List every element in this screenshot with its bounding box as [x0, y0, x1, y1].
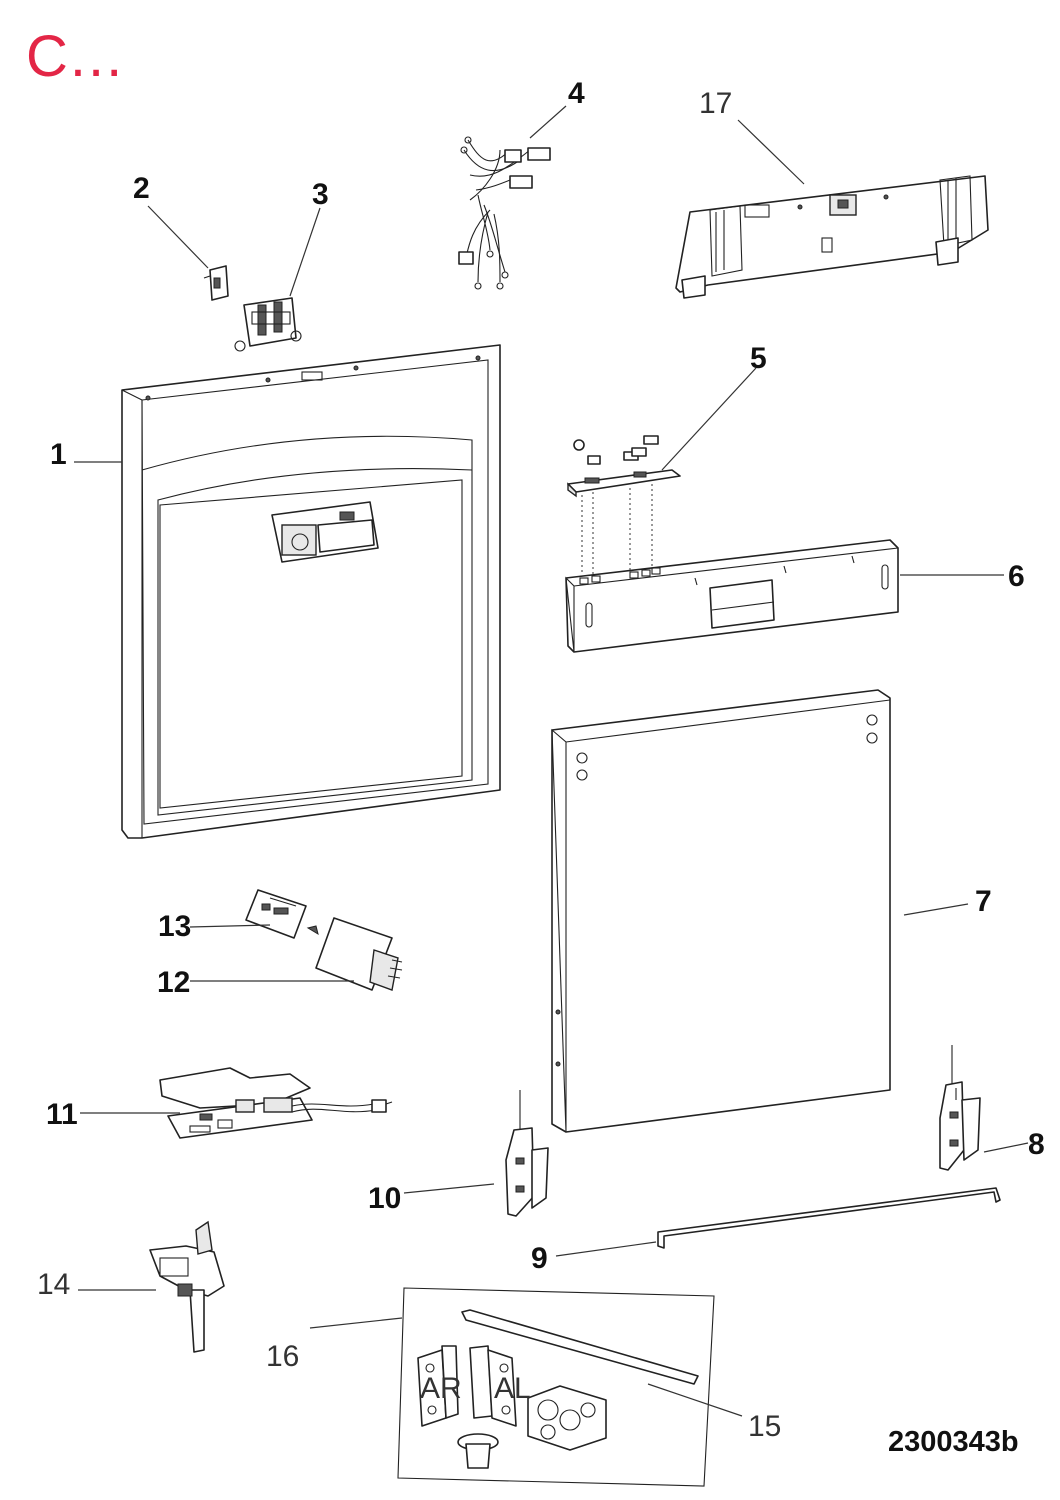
label-2: 2	[133, 172, 150, 205]
part-17-control-frame[interactable]	[675, 175, 989, 299]
dispenser-on-door	[271, 501, 379, 563]
label-9: 9	[531, 1242, 548, 1275]
part-16-hinge-kit[interactable]	[397, 1287, 715, 1487]
label-5: 5	[750, 342, 767, 375]
part-1-inner-door[interactable]	[121, 344, 501, 839]
label-7: 7	[975, 885, 992, 918]
label-17: 17	[699, 87, 732, 120]
label-12: 12	[157, 966, 190, 999]
part-9-rod[interactable]	[657, 1187, 1001, 1249]
part-4-wiring-harness[interactable]	[458, 136, 551, 290]
part-2-door-switch[interactable]	[203, 265, 229, 301]
diagram-title: C...	[26, 24, 125, 89]
label-10: 10	[368, 1182, 401, 1215]
part-15-strip[interactable]	[461, 1309, 699, 1385]
label-14: 14	[37, 1268, 70, 1301]
label-15: 15	[748, 1410, 781, 1443]
label-11: 11	[46, 1098, 78, 1131]
part-13-rating-label[interactable]	[245, 889, 319, 939]
part-3-door-lock[interactable]	[234, 297, 302, 352]
part-5-button-strip[interactable]	[567, 435, 681, 575]
hinge-mark-ar: AR	[420, 1372, 462, 1405]
leader-lines	[74, 105, 1029, 1417]
label-13: 13	[158, 910, 191, 943]
part-8-right-hinge[interactable]	[939, 1045, 981, 1171]
part-10-left-hinge[interactable]	[505, 1090, 549, 1217]
hinge-mark-al: AL	[494, 1372, 531, 1405]
label-8: 8	[1028, 1128, 1045, 1161]
part-number-labels: 1 2 3 4 5 6 7 8 9 10 11 12 13 14 15 16 1…	[37, 77, 1045, 1443]
part-6-control-panel[interactable]	[565, 539, 899, 653]
label-3: 3	[312, 178, 329, 211]
label-4: 4	[568, 77, 585, 110]
part-12-control-module[interactable]	[315, 917, 403, 991]
part-14-valve[interactable]	[149, 1220, 225, 1353]
part-7-outer-door-panel[interactable]	[551, 689, 891, 1133]
part-11-electronic-board[interactable]	[159, 1067, 393, 1139]
label-1: 1	[50, 438, 67, 471]
label-16: 16	[266, 1340, 299, 1373]
label-6: 6	[1008, 560, 1025, 593]
diagram-code: 2300343b	[888, 1426, 1019, 1458]
